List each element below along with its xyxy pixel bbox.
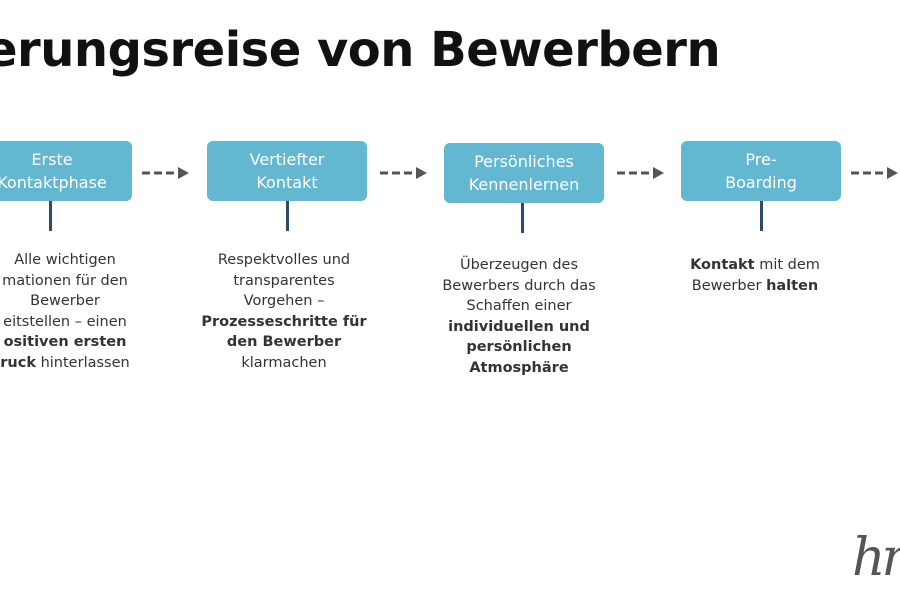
connector-stem-3 — [521, 203, 524, 233]
dashed-arrow-2 — [380, 167, 427, 179]
dashed-arrow-1 — [142, 167, 189, 179]
desc-text: eitstellen – einen — [3, 313, 127, 330]
desc-text: Bewerbers durch das — [442, 277, 596, 294]
step-box-2: Vertiefter Kontakt — [207, 141, 367, 201]
desc-text: Bewerber — [30, 293, 100, 309]
desc-text: klarmachen — [241, 354, 327, 371]
desc-bold-text: Atmosphäre — [469, 359, 569, 376]
dashed-arrow-3 — [617, 167, 664, 179]
desc-text: hinterlassen — [35, 354, 130, 371]
dashed-arrow-4 — [851, 167, 898, 179]
brand-logo: hr — [852, 528, 900, 588]
desc-text: Bewerber — [691, 277, 767, 294]
desc-bold-text: ruck — [0, 354, 36, 371]
step-box-3: Persönliches Kennenlernen — [444, 143, 604, 203]
desc-text: Alle wichtigen — [14, 252, 116, 268]
step-label-1: Erste Kontaktphase — [0, 150, 107, 192]
desc-bold-text: halten — [766, 277, 819, 294]
step-box-1: Erste Kontaktphase — [0, 141, 132, 201]
connector-stem-1 — [49, 201, 52, 231]
desc-bold-text: ositiven ersten — [3, 334, 127, 350]
desc-bold-text: Prozesseschritte für — [201, 313, 367, 330]
step-label-3: Persönliches Kennenlernen — [468, 152, 580, 194]
desc-text: mit dem — [754, 257, 820, 273]
desc-text: Respektvolles und — [217, 252, 351, 268]
desc-text: mationen für den — [2, 272, 128, 289]
step-box-4: Pre- Boarding — [681, 141, 841, 201]
desc-bold-text: persönlichen — [466, 339, 572, 355]
desc-bold-text: Kontakt — [690, 257, 755, 273]
step-label-4: Pre- Boarding — [725, 150, 797, 192]
connector-stem-2 — [286, 201, 289, 231]
desc-bold-text: den Bewerber — [226, 334, 342, 350]
desc-bold-text: individuellen und — [448, 318, 590, 335]
step-label-2: Vertiefter Kontakt — [249, 150, 325, 192]
connector-stem-4 — [760, 201, 763, 231]
desc-text: transparentes — [233, 272, 335, 289]
desc-text: Vorgehen – — [243, 293, 325, 309]
page-title: erungsreise von Bewerbern — [0, 22, 721, 78]
desc-text: Überzeugen des — [459, 257, 579, 273]
desc-text: Schaffen einer — [466, 298, 572, 314]
